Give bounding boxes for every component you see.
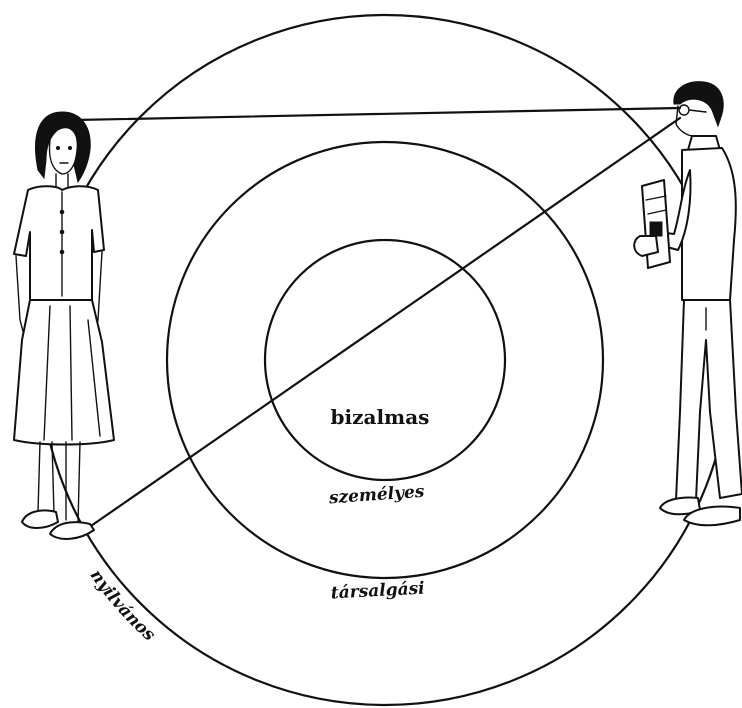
personal-zone-circle xyxy=(265,240,505,480)
man-figure xyxy=(634,82,742,526)
zone-label-public: nyilvános xyxy=(86,566,160,646)
zone-label-public-path: nyilvános xyxy=(86,566,160,646)
zone-label-intimate: bizalmas xyxy=(331,405,430,429)
diagonal-line xyxy=(88,118,680,528)
social-zone-circle xyxy=(167,142,603,578)
zone-label-personal: személyes xyxy=(327,482,425,509)
woman-figure xyxy=(14,112,114,539)
zone-label-social: társalgási xyxy=(330,579,425,604)
eye-line xyxy=(75,108,680,120)
